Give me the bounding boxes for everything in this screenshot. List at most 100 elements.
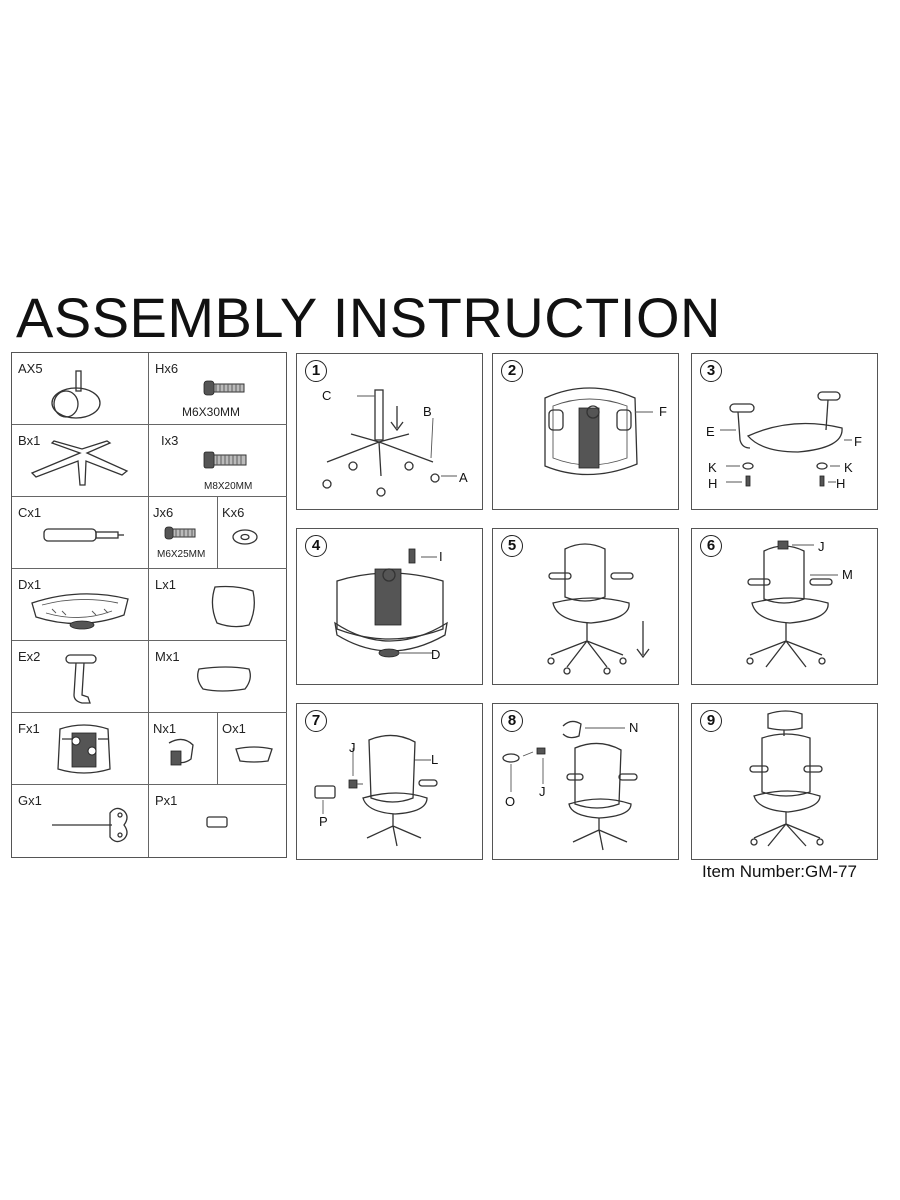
- part-cell-h: Hx6 M6X30MM: [149, 353, 287, 425]
- step-1-panel: 1 C B A: [296, 353, 483, 510]
- part-cell-a: AX5: [12, 353, 149, 425]
- part-cell-n: Nx1: [149, 713, 218, 785]
- mechanism-seat-illustration: [544, 387, 653, 476]
- part-label: Ox1: [222, 721, 246, 736]
- part-label: Px1: [155, 793, 178, 808]
- callout-label: N: [629, 720, 639, 735]
- seat-frame-attach-illustration: [334, 548, 448, 658]
- callout-label: K: [844, 460, 853, 475]
- headrest-bracket-icon: [168, 738, 194, 766]
- callout-label: J: [818, 539, 825, 554]
- caster-wheel-icon: [51, 370, 101, 419]
- step-9-panel: 9: [691, 703, 878, 860]
- armrest-icon: [65, 654, 97, 704]
- step-6-panel: 6 J M: [691, 528, 878, 685]
- backrest-attach-illustration: [746, 540, 838, 668]
- callout-label: K: [708, 460, 717, 475]
- part-label: Cx1: [18, 505, 42, 520]
- callout-label: L: [431, 752, 439, 767]
- callout-label: I: [439, 549, 443, 564]
- step-number: 3: [700, 360, 722, 382]
- part-label: Mx1: [155, 649, 180, 664]
- callout-label: J: [349, 740, 356, 755]
- step-number: 7: [305, 710, 327, 732]
- base-assembly-illustration: [322, 389, 457, 497]
- part-label: Ix3: [161, 433, 179, 448]
- callout-label: C: [322, 388, 332, 403]
- part-label: Hx6: [155, 361, 179, 376]
- part-cell-b: Bx1: [12, 425, 149, 497]
- armrest-attach-illustration: [720, 391, 852, 487]
- headrest-bracket-attach-illustration: [502, 720, 638, 851]
- part-label: AX5: [18, 361, 43, 376]
- part-label: Kx6: [222, 505, 245, 520]
- parts-list-table: AX5 Hx6 M6X30MM Bx1 Ix3 M8X20MM Cx: [11, 352, 287, 858]
- bolt-icon: [164, 526, 196, 540]
- back-cover-attach-illustration: [314, 734, 438, 847]
- step-number: 1: [305, 360, 327, 382]
- part-label: Lx1: [155, 577, 176, 592]
- part-label: Fx1: [18, 721, 40, 736]
- part-cell-f: Fx1: [12, 713, 149, 785]
- step-7-panel: 7 J L P: [296, 703, 483, 860]
- callout-label: E: [706, 424, 715, 439]
- step-number: 2: [501, 360, 523, 382]
- step-number: 8: [501, 710, 523, 732]
- part-spec: M8X20MM: [204, 481, 253, 492]
- seat-on-base-illustration: [547, 543, 650, 675]
- plug-icon: [206, 816, 228, 828]
- step-number: 6: [700, 535, 722, 557]
- callout-label: M: [842, 567, 853, 582]
- part-cell-d: Dx1: [12, 569, 149, 641]
- part-cell-c: Cx1: [12, 497, 149, 569]
- part-label: Nx1: [153, 721, 177, 736]
- back-cover-icon: [211, 585, 255, 628]
- step-8-panel: 8 N O J: [492, 703, 679, 860]
- part-cell-p: Px1: [149, 785, 287, 857]
- washer-icon: [232, 529, 258, 545]
- part-label: Ex2: [18, 649, 41, 664]
- step-number: 9: [700, 710, 722, 732]
- seat-frame-icon: [31, 593, 129, 630]
- hex-key-icon: [52, 807, 128, 843]
- bolt-icon: [203, 451, 247, 469]
- callout-label: F: [854, 434, 862, 449]
- step-5-panel: 5: [492, 528, 679, 685]
- part-cell-j: Jx6 M6X25MM: [149, 497, 218, 569]
- page-title: ASSEMBLY INSTRUCTION: [16, 286, 721, 349]
- star-base-icon: [30, 440, 129, 486]
- callout-label: P: [319, 814, 328, 829]
- part-label: Gx1: [18, 793, 42, 808]
- part-cell-k: Kx6: [218, 497, 287, 569]
- mechanism-icon: [57, 724, 111, 774]
- step-number: 5: [501, 535, 523, 557]
- callout-label: O: [505, 794, 516, 809]
- part-spec: M6X25MM: [157, 549, 206, 560]
- lumbar-pad-icon: [197, 666, 251, 692]
- callout-label: H: [836, 476, 846, 491]
- part-label: Jx6: [153, 505, 174, 520]
- step-3-panel: 3 E F K H K H: [691, 353, 878, 510]
- step-number: 4: [305, 535, 327, 557]
- cover-plate-icon: [235, 746, 273, 763]
- part-cell-g: Gx1: [12, 785, 149, 857]
- part-label: Dx1: [18, 577, 42, 592]
- part-cell-e: Ex2: [12, 641, 149, 713]
- finished-chair-illustration: [749, 710, 824, 847]
- step-2-panel: 2 F: [492, 353, 679, 510]
- callout-label: D: [431, 647, 441, 662]
- gas-lift-icon: [43, 528, 124, 542]
- part-cell-l: Lx1: [149, 569, 287, 641]
- step-4-panel: 4 I D: [296, 528, 483, 685]
- part-cell-o: Ox1: [218, 713, 287, 785]
- callout-label: J: [539, 784, 546, 799]
- callout-label: B: [423, 404, 432, 419]
- part-label: Bx1: [18, 433, 41, 448]
- bolt-icon: [203, 380, 245, 396]
- part-cell-m: Mx1: [149, 641, 287, 713]
- part-spec: M6X30MM: [182, 405, 241, 419]
- part-cell-i: Ix3 M8X20MM: [149, 425, 287, 497]
- callout-label: H: [708, 476, 718, 491]
- callout-label: A: [459, 470, 468, 485]
- callout-label: F: [659, 404, 667, 419]
